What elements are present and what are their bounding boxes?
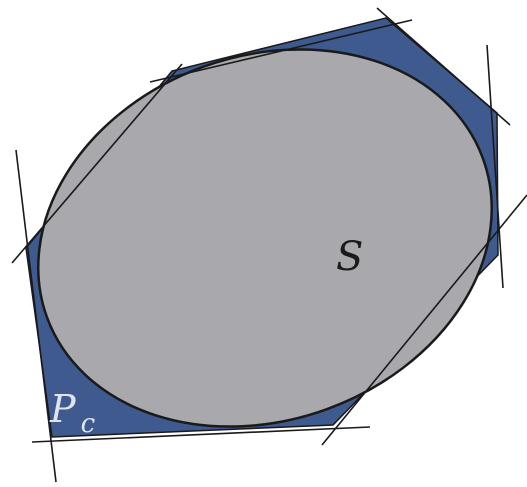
polygon-pc-label-main: P <box>49 387 77 431</box>
tangent-line-upper-right <box>376 7 511 126</box>
polygon-pc-label: P c <box>49 387 96 439</box>
tangent-line-right <box>486 44 504 289</box>
tangent-lines <box>11 7 527 483</box>
polygon-pc-label-sub: c <box>81 409 96 439</box>
tangent-line-upper-left <box>11 63 183 264</box>
tangent-line-lower-right <box>321 194 527 446</box>
tangent-line-bottom <box>31 426 371 443</box>
tangent-line-top <box>149 19 413 83</box>
set-s-label: S <box>336 234 363 280</box>
tangent-line-left <box>15 149 57 483</box>
